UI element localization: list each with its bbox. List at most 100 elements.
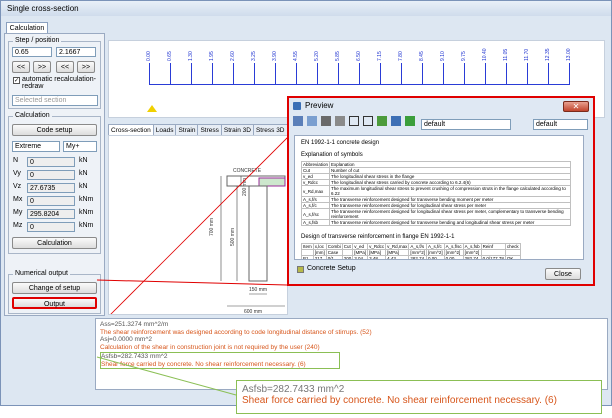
ruler-tick xyxy=(485,63,486,85)
style-select-b[interactable]: default xyxy=(533,119,588,130)
ruler-tick xyxy=(170,63,171,85)
force-value-my[interactable]: 295.8204 xyxy=(27,209,75,219)
force-label-vy: Vy xyxy=(13,170,21,177)
design-table-cell: 0.00 xyxy=(443,255,464,259)
extreme-type-select[interactable]: My+ xyxy=(63,141,97,152)
concrete-setup-icon[interactable] xyxy=(297,266,304,273)
design-table-header: A_s,f/sc xyxy=(443,243,464,250)
dim-700-label: 700 mm xyxy=(209,218,215,236)
preview-title: Preview xyxy=(305,101,334,110)
last-button[interactable]: >> xyxy=(77,61,95,73)
check-icon[interactable] xyxy=(376,116,387,126)
dim-200-label: 200 mm xyxy=(242,178,248,196)
ruler-tick xyxy=(254,63,255,85)
force-value-vz[interactable]: 27.6735 xyxy=(27,183,75,193)
ruler-tick xyxy=(443,63,444,85)
first-button[interactable]: << xyxy=(12,61,30,73)
ruler-tick xyxy=(296,63,297,85)
zoom-line-1: Asfsb=282.7433 mm^2 xyxy=(242,384,345,395)
force-value-n[interactable]: 0 xyxy=(27,157,75,167)
ruler-tick xyxy=(401,63,402,85)
design-table-cell: OK xyxy=(504,255,521,259)
cross-section-drawing: 700 mm 500 mm 200 mm 150 mm 600 mm CONCR… xyxy=(108,135,288,315)
close-button[interactable]: Close xyxy=(545,268,581,280)
window-title: Single cross-section xyxy=(1,1,611,16)
table-icon[interactable] xyxy=(390,116,401,126)
log-line: Asfsb=282.7433 mm^2 xyxy=(101,353,168,360)
force-unit: kN xyxy=(79,170,88,177)
preview-document: EN 1992-1-1 concrete design Explanation … xyxy=(294,135,584,260)
close-icon[interactable]: ✕ xyxy=(563,101,589,112)
output-button[interactable]: Output xyxy=(12,297,97,309)
design-table-cell: B1 xyxy=(301,255,314,259)
force-value-vy[interactable]: 0 xyxy=(27,170,75,180)
ruler-tick xyxy=(548,63,549,85)
concrete-label: CONCRETE xyxy=(233,168,262,174)
ruler-tick xyxy=(464,63,465,85)
dim-600-label: 600 mm xyxy=(244,309,262,315)
design-table-unit: [mm] xyxy=(312,249,327,256)
force-label-vz: Vz xyxy=(13,183,22,190)
extreme-select[interactable]: Extreme xyxy=(12,141,60,152)
force-unit: kN xyxy=(79,183,88,190)
force-unit: kNm xyxy=(79,196,94,203)
message-log: Ass=251.3274 mm^2/m The shear reinforcem… xyxy=(95,318,608,390)
export-icon[interactable] xyxy=(306,116,317,126)
calculation-button[interactable]: Calculation xyxy=(12,237,97,249)
page-width-icon[interactable] xyxy=(348,116,359,126)
code-setup-button[interactable]: Code setup xyxy=(12,124,97,136)
step-input[interactable]: 0.65 xyxy=(12,47,52,57)
ruler-tick xyxy=(506,63,507,85)
force-unit: kNm xyxy=(79,222,94,229)
force-unit: kN xyxy=(79,157,88,164)
auto-checkbox[interactable]: ✓ xyxy=(13,77,20,84)
design-table-header: v_Rd,max xyxy=(385,243,410,250)
print-setup-icon[interactable] xyxy=(334,116,345,126)
zoom-line-2: Shear force carried by concrete. No shea… xyxy=(242,395,557,406)
green-doc-icon[interactable] xyxy=(404,116,415,126)
design-table-header: A_s,fsb xyxy=(462,243,482,250)
design-table-unit: [mm^2] xyxy=(408,249,427,256)
log-line: Asj=0.0000 mm^2 xyxy=(100,336,153,343)
force-value-mx[interactable]: 0 xyxy=(27,196,75,206)
print-icon[interactable] xyxy=(320,116,331,126)
output-connector-line xyxy=(96,279,288,286)
prev-button[interactable]: << xyxy=(56,61,74,73)
force-value-mz[interactable]: 0 xyxy=(27,222,75,232)
position-input[interactable]: 2.1667 xyxy=(56,47,96,57)
ruler-tick xyxy=(338,63,339,85)
design-table-unit: [mm^2] xyxy=(462,249,482,256)
sym-expl: The transverse reinforcement designed fo… xyxy=(329,208,571,220)
design-table-cell: 0.00 xyxy=(425,255,445,259)
next-button[interactable]: >> xyxy=(33,61,51,73)
step-group-label: Step / position xyxy=(13,37,62,44)
design-table-header: A_s,f/s xyxy=(408,243,427,250)
style-select-a[interactable]: default xyxy=(421,119,511,130)
change-setup-button[interactable]: Change of setup xyxy=(12,282,97,294)
design-table-header: Combi xyxy=(325,243,343,250)
sym-abbr: A_s,f/sc xyxy=(300,208,331,220)
web-outline xyxy=(248,185,268,282)
sym-head: Abbreviation xyxy=(300,161,331,168)
callout-line xyxy=(110,137,287,314)
design-title: Design of transverse reinforcement in fl… xyxy=(301,234,455,240)
log-line: Ass=251.3274 mm^2/m xyxy=(100,321,169,328)
design-table-cell: 3.48 xyxy=(367,255,387,259)
force-label-mz: Mz xyxy=(13,222,23,229)
ruler-tick xyxy=(569,63,570,85)
ruler-tick xyxy=(191,63,192,85)
left-panel: Step / position 0.65 2.1667 << >> << >> … xyxy=(4,33,105,316)
fit-icon[interactable] xyxy=(362,116,373,126)
concrete-setup-label[interactable]: Concrete Setup xyxy=(307,265,356,272)
section-select[interactable]: Selected section xyxy=(12,95,98,106)
copy-icon[interactable] xyxy=(293,116,303,126)
preview-dialog: Preview ✕ default default EN 1992-1-1 co… xyxy=(287,96,595,286)
design-table-header: check xyxy=(504,243,521,250)
tab-calculation[interactable]: Calculation xyxy=(6,22,48,34)
ruler-tick xyxy=(275,63,276,85)
numerical-output-label: Numerical output xyxy=(13,270,70,277)
